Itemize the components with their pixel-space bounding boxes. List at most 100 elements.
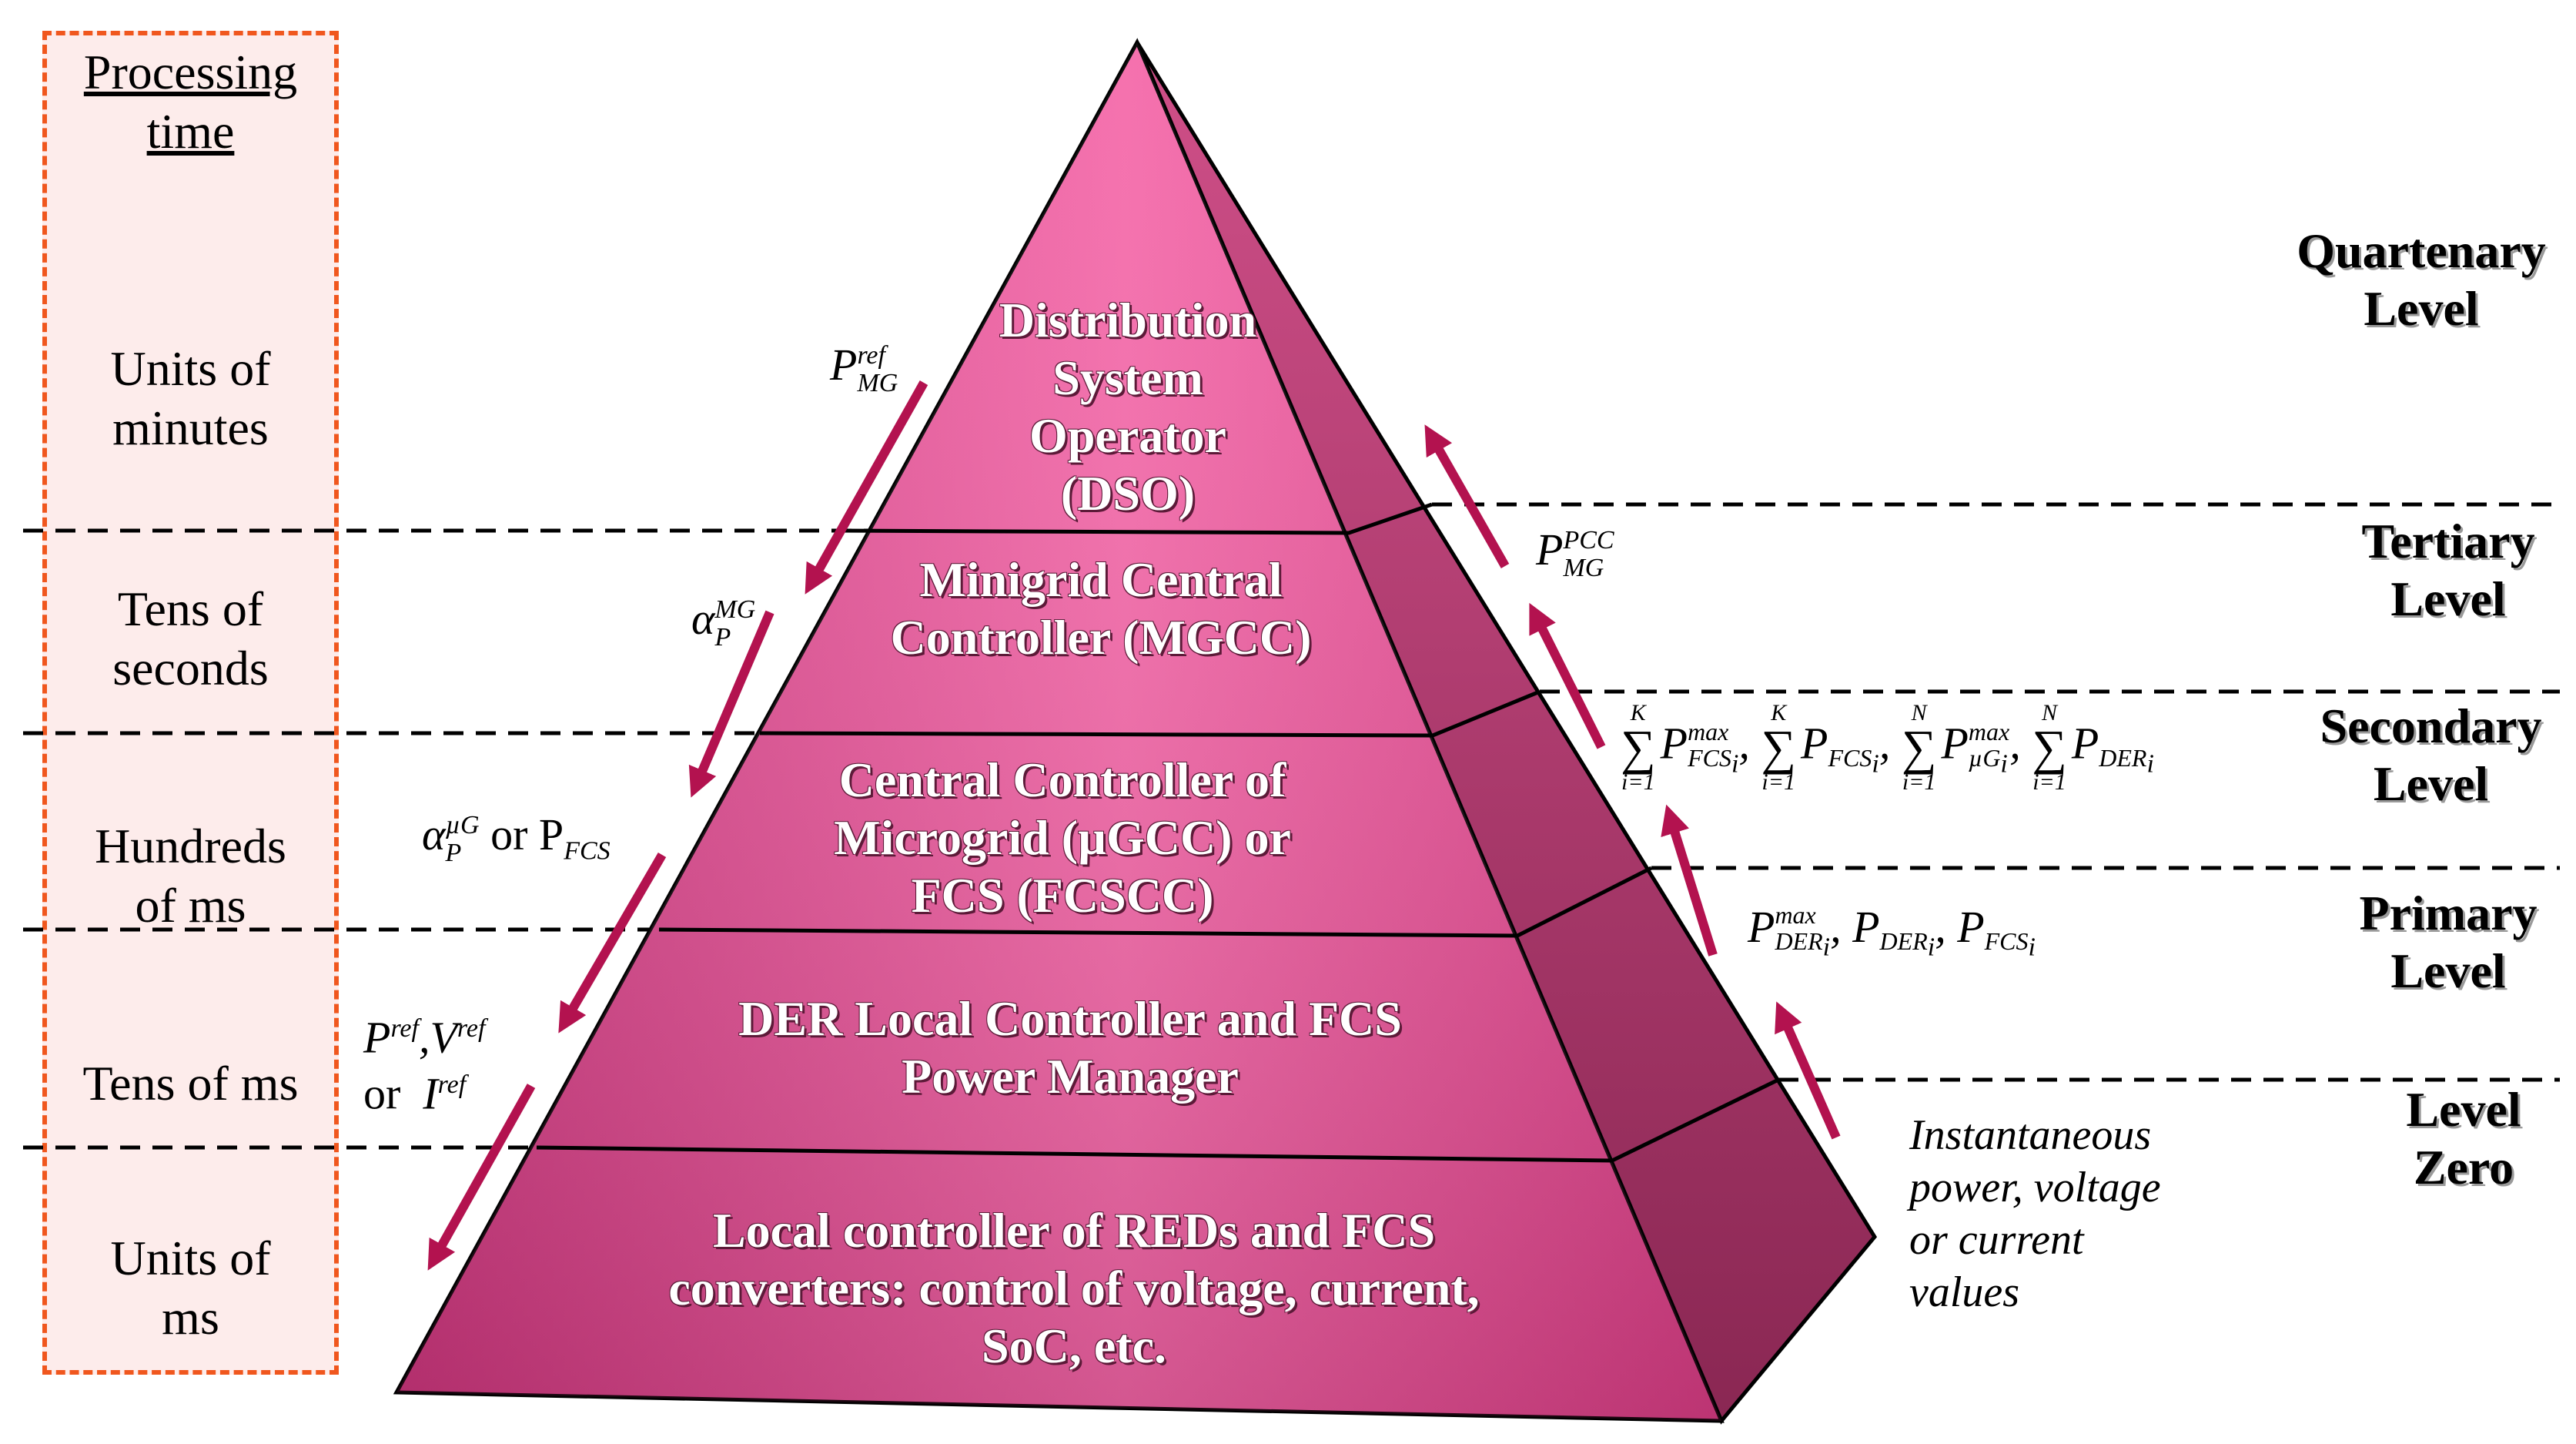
tier-label-der-local: DER Local Controller and FCS Power Manag…: [608, 990, 1532, 1105]
signal-index: i: [1927, 933, 1935, 962]
level-label-zero: Level Zero: [2356, 1080, 2571, 1196]
sigma-symbol: ∑: [1761, 720, 1797, 775]
signal-symbol: P: [1660, 718, 1688, 769]
signal-index: i: [1731, 749, 1739, 779]
level-label-line: Level: [2373, 756, 2489, 811]
signal-symbol: P: [1957, 902, 1985, 952]
sum-term: K ∑ i=1: [1621, 701, 1656, 795]
signal-symbol: P: [1801, 718, 1828, 769]
level-label-line: Level: [2406, 1082, 2521, 1137]
tier-label-local-controller: Local controller of REDs and FCS convert…: [554, 1201, 1594, 1375]
tier-label-line: (DSO): [1060, 466, 1196, 521]
down-arrow: [558, 852, 667, 1034]
processing-time-row-text: seconds: [112, 641, 269, 695]
processing-time-row-hundreds-ms: Hundreds of ms: [42, 816, 339, 935]
level-label-line: Level: [2390, 943, 2506, 998]
processing-time-row-text: Hundreds: [95, 819, 286, 873]
up-arrow: [1424, 424, 1510, 568]
level-separator-lines: [23, 502, 2560, 1150]
tier-label-line: Distribution: [999, 293, 1257, 347]
signal-subscript: P: [714, 622, 731, 652]
signal-comma: ,: [418, 1012, 430, 1063]
level-zero-note: Instantaneous power, voltage or current …: [1909, 1109, 2161, 1318]
signal-superscript: max: [1968, 717, 2010, 745]
sigma-symbol: ∑: [1621, 720, 1656, 775]
level-label-line: Quartenary: [2297, 223, 2546, 278]
processing-time-title-line1: Processing: [83, 45, 298, 99]
signal-superscript: ref: [857, 340, 885, 370]
sum-upper-limit: K: [1771, 700, 1787, 725]
up-arrow: [1775, 1001, 1841, 1140]
signal-superscript: ref: [457, 1014, 486, 1043]
signal-symbol: P: [1748, 902, 1775, 952]
signal-symbol: I: [423, 1068, 438, 1119]
level-label-line: Secondary: [2320, 699, 2542, 753]
tier-label-mgcc: Minigrid Central Controller (MGCC): [808, 551, 1393, 666]
tier-divider: [759, 689, 1541, 738]
signal-symbol: P: [2071, 718, 2099, 769]
signal-subscript: P: [445, 838, 462, 867]
tier-divider: [835, 502, 1433, 535]
signal-subscript: MG: [1563, 553, 1604, 582]
tier-label-line: Power Manager: [902, 1049, 1239, 1104]
signal-ref-values: Pref,Vref or Iref: [363, 1005, 485, 1118]
level-label-line: Level: [2390, 571, 2506, 626]
sum-lower-limit: i=1: [1621, 769, 1655, 795]
signal-subscript: FCS: [1828, 743, 1872, 772]
sum-term: N ∑ i=1: [1902, 701, 1937, 795]
up-arrow: [1661, 804, 1718, 957]
signal-symbol: α: [422, 809, 446, 859]
sum-lower-limit: i=1: [2032, 769, 2066, 795]
processing-time-row-tens-seconds: Tens of seconds: [42, 579, 339, 698]
signal-symbol: P: [1536, 524, 1564, 575]
sum-upper-limit: N: [1911, 700, 1927, 725]
sigma-symbol: ∑: [2032, 720, 2067, 775]
sum-term: K ∑ i=1: [1761, 701, 1796, 795]
sum-term: N ∑ i=1: [2032, 701, 2067, 795]
sigma-symbol: ∑: [1901, 720, 1937, 775]
signal-superscript: max: [1688, 717, 1729, 745]
signal-index: i: [1872, 749, 1879, 779]
sum-upper-limit: K: [1630, 700, 1646, 725]
signal-index: i: [2028, 933, 2036, 962]
signal-symbol: P: [1852, 902, 1880, 952]
down-arrow: [805, 380, 928, 595]
signal-superscript: max: [1775, 901, 1816, 930]
sum-lower-limit: i=1: [1902, 769, 1936, 795]
signal-superscript: µG: [445, 810, 480, 839]
note-line: values: [1909, 1268, 2020, 1316]
down-arrow: [688, 610, 774, 798]
signal-symbol: P: [363, 1012, 391, 1063]
tier-label-line: Central Controller of: [838, 752, 1286, 807]
tier-label-dso: Distribution System Operator (DSO): [920, 291, 1336, 522]
level-label-primary: Primary Level: [2325, 884, 2571, 1000]
tier-label-line: Local controller of REDs and FCS: [712, 1203, 1436, 1258]
tier-label-line: System: [1052, 350, 1203, 405]
tier-label-line: SoC, etc.: [982, 1318, 1166, 1373]
tier-divider: [536, 1077, 1780, 1163]
sum-upper-limit: N: [2041, 700, 2057, 725]
level-label-line: Level: [2364, 281, 2479, 336]
processing-time-title: Processing time: [42, 42, 339, 161]
level-label-secondary: Secondary Level: [2290, 697, 2571, 812]
tier-label-line: Minigrid Central: [919, 552, 1283, 607]
note-line: power, voltage: [1909, 1164, 2161, 1211]
signal-subscript: DER: [2099, 743, 2147, 772]
signal-index: i: [2146, 749, 2154, 779]
signal-or-text: or: [363, 1068, 401, 1119]
processing-time-row-units-ms: Units of ms: [42, 1228, 339, 1347]
tier-label-line: converters: control of voltage, current,: [668, 1261, 1480, 1315]
signal-index: i: [2000, 749, 2008, 779]
processing-time-row-text: ms: [162, 1290, 219, 1345]
processing-time-row-text: Tens of: [117, 581, 264, 636]
processing-time-row-tens-ms: Tens of ms: [42, 1054, 339, 1113]
up-arrows: [1424, 424, 1841, 1140]
signal-superscript: MG: [714, 595, 756, 624]
